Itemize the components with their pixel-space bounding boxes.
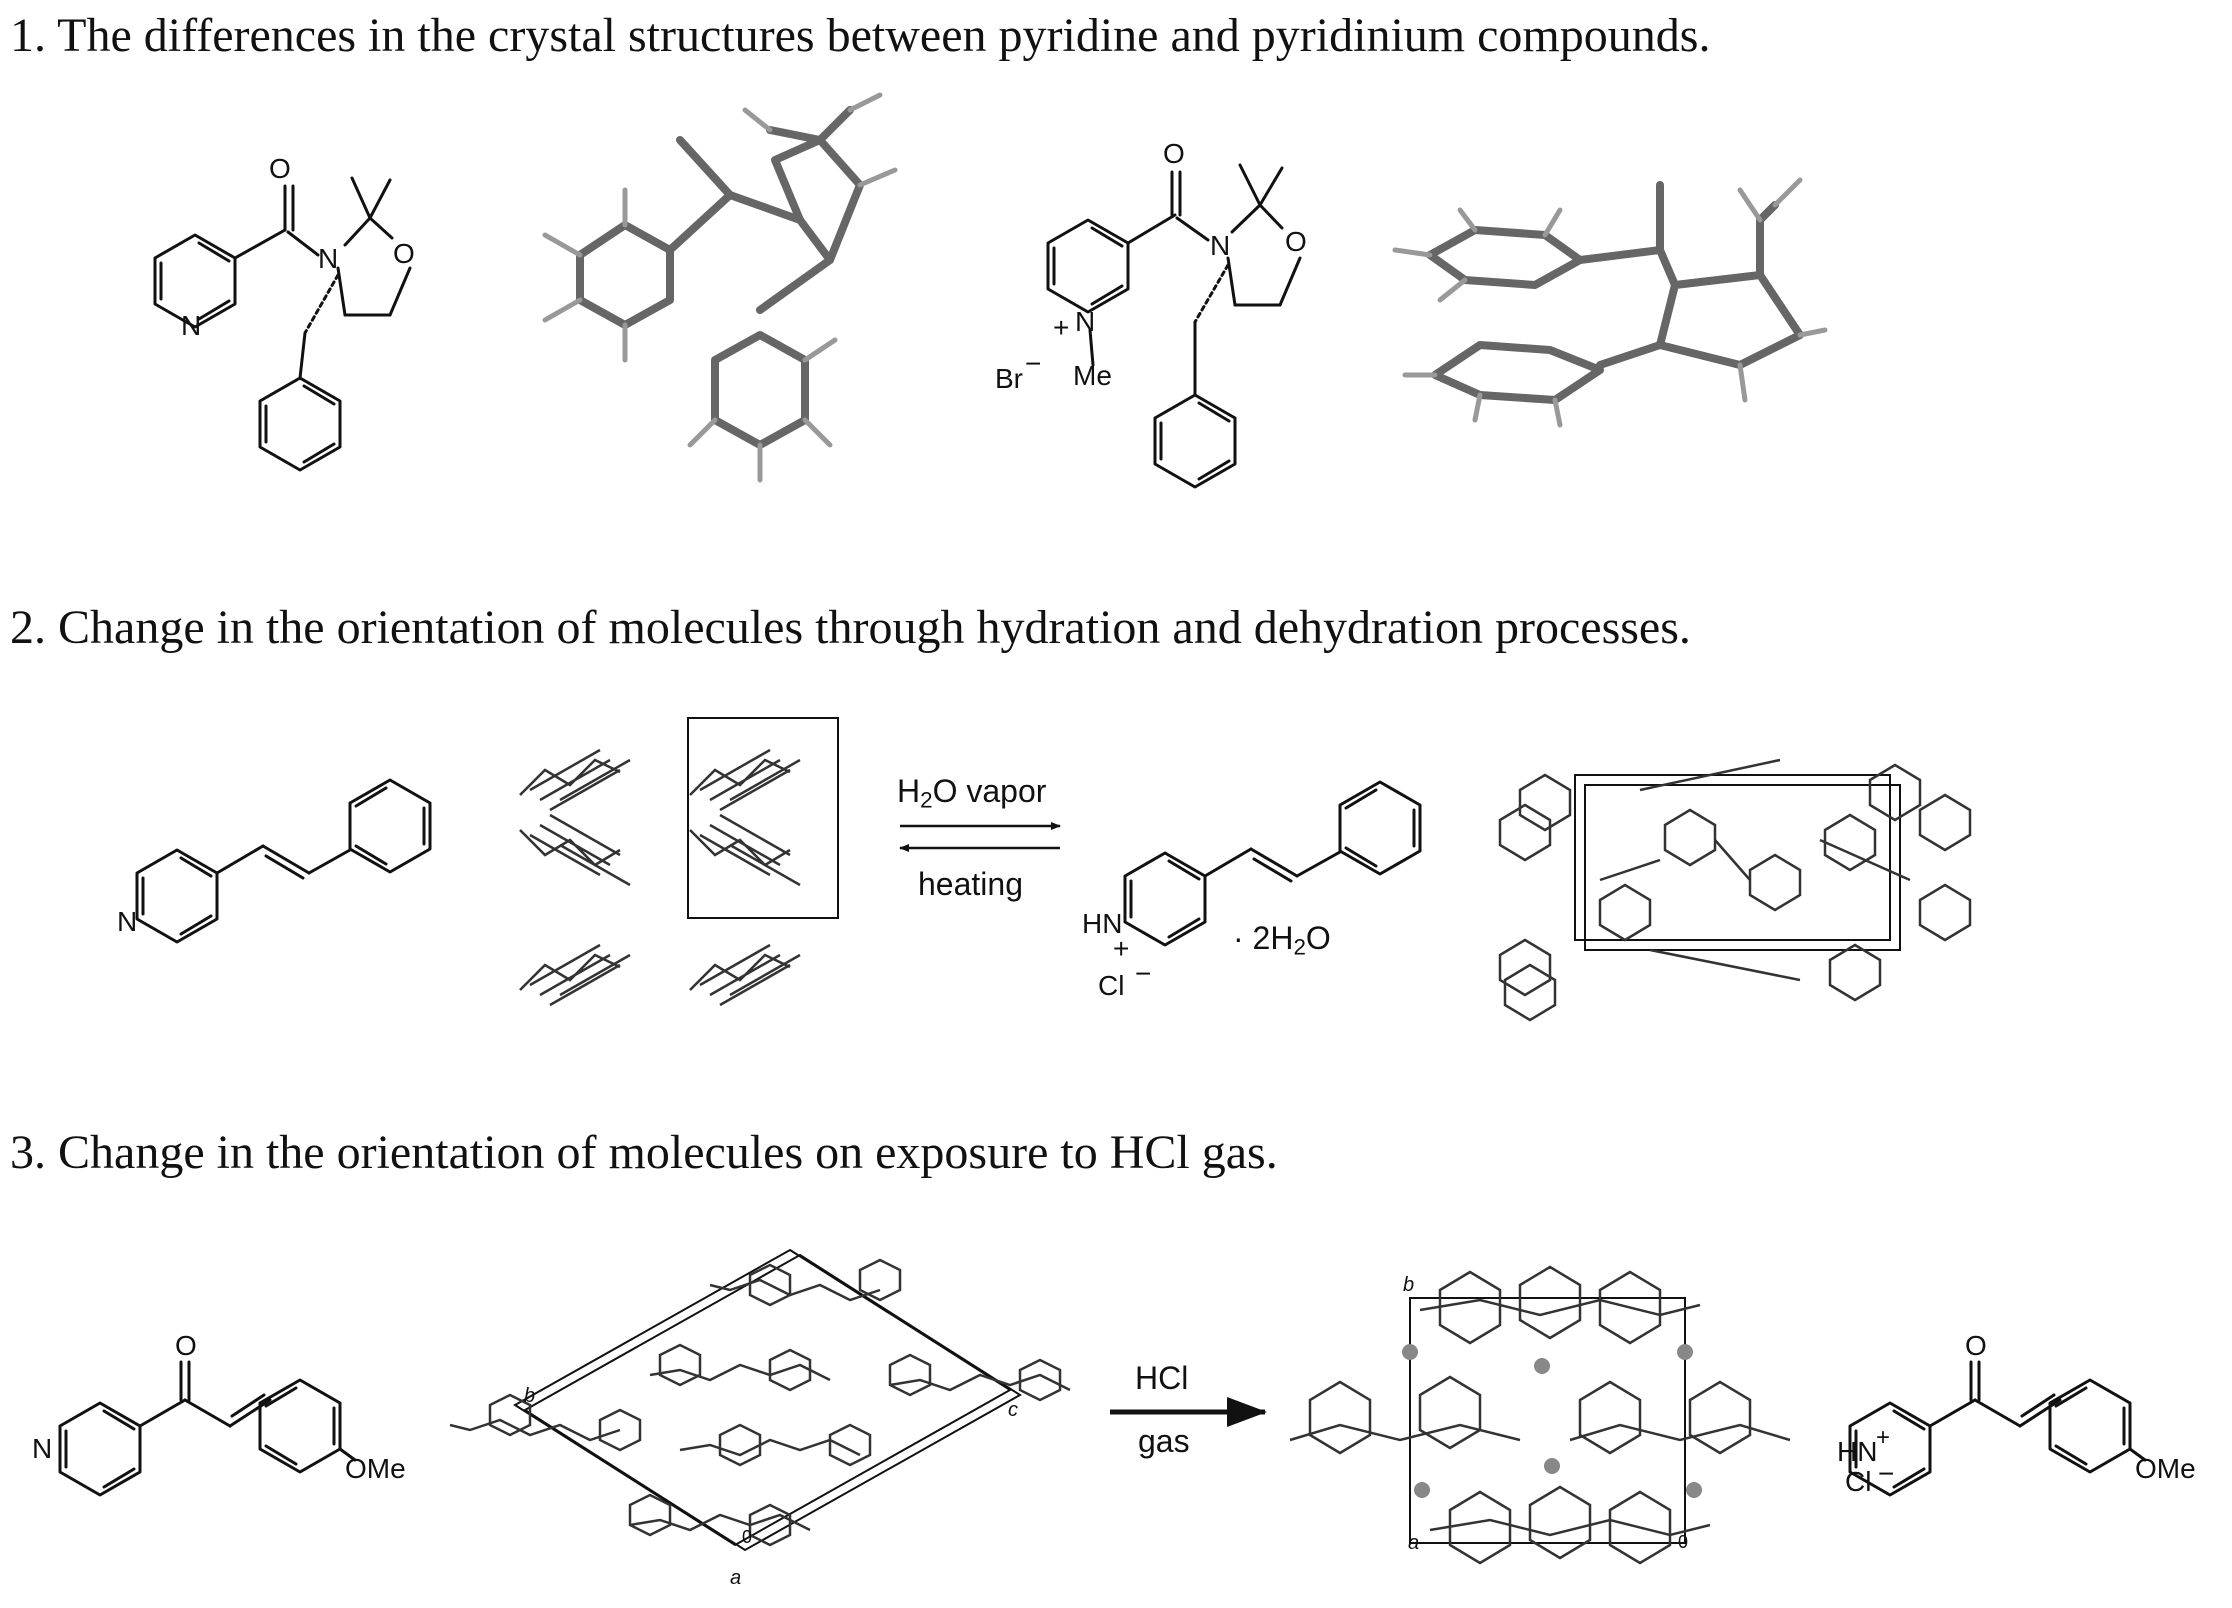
label-dihydrate: · 2H2O xyxy=(1233,920,1331,960)
atom-label-o-carbonyl-3a: O xyxy=(175,1330,197,1361)
atom-label-o-ring-1: O xyxy=(393,238,415,269)
section-2-heading: 2. Change in the orientation of molecule… xyxy=(10,601,1691,654)
condition-h2o-vapor: H2O vapor xyxy=(897,773,1047,813)
atom-label-o-carbonyl-3b: O xyxy=(1965,1330,1987,1361)
crystal-structure-1a xyxy=(542,92,898,483)
axis-label-b-cell1: b xyxy=(524,1385,536,1407)
axis-origin-cell1: 0 xyxy=(742,1527,753,1547)
atom-label-n-pyridine-1: N xyxy=(181,310,202,341)
atom-label-o-carbonyl-2: O xyxy=(1163,138,1185,169)
condition-heating: heating xyxy=(918,866,1023,902)
counterion-cl-3b: Cl xyxy=(1845,1466,1872,1497)
section-3-heading: 3. Change in the orientation of molecule… xyxy=(10,1126,1278,1179)
atom-label-n-amide-1: N xyxy=(318,243,339,274)
structure-pyridinium-chalcone xyxy=(1848,1360,2147,1497)
crystal-packing-2b xyxy=(1498,758,1972,1022)
counterion-cl-2: Cl xyxy=(1098,970,1125,1001)
charge-plus-pyridinium-3b: + xyxy=(1876,1424,1891,1451)
charge-minus-cl-3b: − xyxy=(1878,1458,1895,1489)
group-label-ome-3a: OMe xyxy=(345,1453,406,1484)
charge-minus-br: − xyxy=(1025,348,1042,379)
axis-label-a-cell1: a xyxy=(730,1567,742,1589)
atom-label-o-ring-2: O xyxy=(1285,226,1307,257)
axis-label-b-cell2: b xyxy=(1403,1274,1415,1296)
atom-label-n-pyridinium: N xyxy=(1075,306,1096,337)
atom-label-hn-pyridinium-3b: HN xyxy=(1837,1436,1878,1467)
group-label-me: Me xyxy=(1073,360,1112,391)
atom-label-hn-pyridinium: HN xyxy=(1082,908,1123,939)
condition-hcl: HCl xyxy=(1135,1360,1189,1396)
structure-pyridyl-chalcone xyxy=(58,1360,357,1497)
condition-gas: gas xyxy=(1138,1423,1190,1459)
group-label-ome-3b: OMe xyxy=(2135,1453,2196,1484)
section-1-heading: 1. The differences in the crystal struct… xyxy=(10,9,1711,62)
axis-origin-cell2: 0 xyxy=(1678,1532,1689,1552)
structure-styrylpyridinium-hydrate xyxy=(1123,780,1422,947)
structure-styrylpyridine xyxy=(135,778,432,944)
axis-label-a-cell2: a xyxy=(1408,1532,1420,1554)
atom-label-n-pyridine-2a: N xyxy=(117,906,138,937)
charge-minus-cl-2: − xyxy=(1135,958,1152,989)
atom-label-n-pyridine-3a: N xyxy=(32,1433,53,1464)
crystal-structure-1b xyxy=(1392,177,1828,428)
structure-pyridine-oxazolidine xyxy=(153,176,412,472)
crystal-cell-3a xyxy=(449,1248,1071,1552)
atom-label-o-carbonyl-1: O xyxy=(269,153,291,184)
charge-plus-pyridinium: + xyxy=(1053,312,1070,343)
crystal-packing-2a xyxy=(519,717,839,1007)
atom-label-n-amide-2: N xyxy=(1210,230,1231,261)
structure-pyridinium-oxazolidine xyxy=(1046,163,1302,489)
axis-label-c-cell1: c xyxy=(1008,1399,1018,1421)
crystal-cell-3b xyxy=(1289,1265,1791,1565)
equilibrium-arrows xyxy=(899,822,1061,852)
counterion-br: Br xyxy=(995,363,1023,394)
charge-plus-pyridinium-2: + xyxy=(1113,933,1130,964)
